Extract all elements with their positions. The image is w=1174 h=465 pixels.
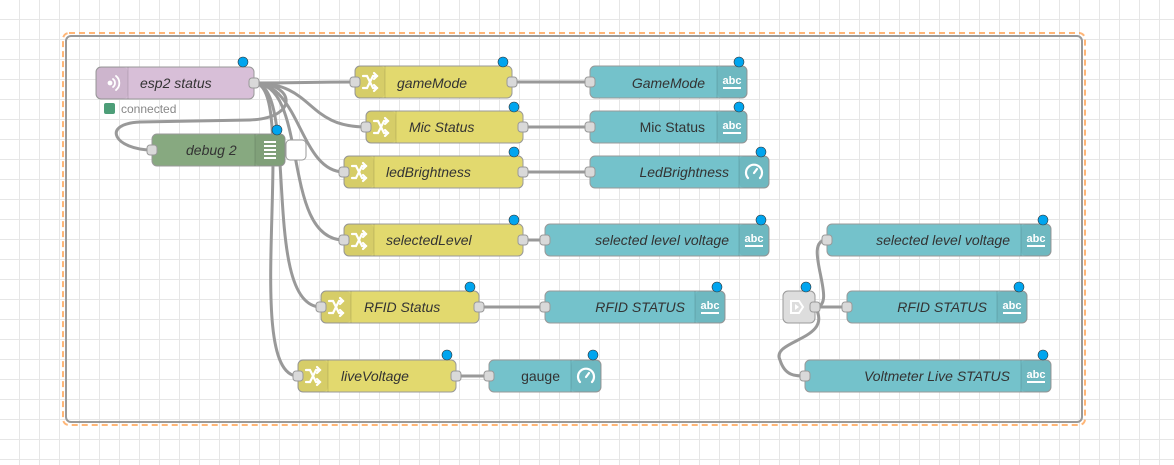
node-label: debug 2 <box>186 142 237 158</box>
changed-indicator <box>1037 349 1049 361</box>
node-debug-2[interactable]: debug 2 <box>146 124 307 167</box>
abc-icon <box>699 299 721 314</box>
input-port[interactable] <box>584 166 596 178</box>
node-esp2-status[interactable]: esp2 status connected <box>95 56 260 116</box>
wire-link-selected <box>814 238 828 309</box>
changed-indicator <box>441 349 453 361</box>
node-label: Mic Status <box>409 119 474 135</box>
node-ui-gauge-ledbrightness[interactable]: LedBrightness <box>584 146 770 189</box>
node-label: selectedLevel <box>386 232 473 248</box>
changed-indicator <box>755 214 767 226</box>
output-port[interactable] <box>517 166 529 178</box>
node-ui-text-voltmeter-live-status[interactable]: Voltmeter Live STATUS <box>799 349 1052 393</box>
debug-toggle-button[interactable] <box>285 139 307 161</box>
node-label: selected level voltage <box>595 232 729 248</box>
node-label: RFID STATUS <box>897 299 987 315</box>
changed-indicator <box>271 124 283 136</box>
abc-icon <box>1025 368 1047 383</box>
changed-indicator <box>497 56 509 68</box>
changed-indicator <box>733 56 745 68</box>
node-label: RFID Status <box>364 299 440 315</box>
changed-indicator <box>1013 281 1025 293</box>
input-port[interactable] <box>799 370 811 382</box>
input-port[interactable] <box>539 301 551 313</box>
input-port[interactable] <box>315 301 327 313</box>
wire-esp2-selected <box>253 81 345 242</box>
node-function-ledBrightness[interactable]: ledBrightness <box>338 146 529 189</box>
node-ui-text-selected-level-voltage[interactable]: selected level voltage <box>539 214 770 257</box>
wire-esp2-rfid <box>253 81 322 309</box>
output-port[interactable] <box>473 301 485 313</box>
node-label: esp2 status <box>140 75 212 91</box>
node-ui-text-mic-status[interactable]: Mic Status <box>584 101 748 144</box>
node-label: gauge <box>521 368 560 384</box>
node-function-gameMode[interactable]: gameMode <box>349 56 518 99</box>
output-port[interactable] <box>517 234 529 246</box>
changed-indicator <box>711 281 723 293</box>
node-label: gameMode <box>397 75 467 91</box>
node-ui-gauge[interactable]: gauge <box>483 349 602 393</box>
input-port[interactable] <box>338 234 350 246</box>
abc-icon <box>743 232 765 247</box>
node-label: LedBrightness <box>639 164 729 180</box>
node-function-mic-status[interactable]: Mic Status <box>360 101 529 144</box>
input-port[interactable] <box>146 144 158 156</box>
input-port[interactable] <box>584 76 596 88</box>
node-label: ledBrightness <box>386 164 471 180</box>
node-function-liveVoltage[interactable]: liveVoltage <box>292 349 462 393</box>
abc-icon <box>721 119 743 134</box>
changed-indicator <box>508 101 520 113</box>
changed-indicator <box>587 349 599 361</box>
node-label: liveVoltage <box>341 368 409 384</box>
node-function-rfid-status[interactable]: RFID Status <box>315 281 485 324</box>
input-port[interactable] <box>584 121 596 133</box>
input-port[interactable] <box>841 301 853 313</box>
wire-link-voltmeter <box>777 306 821 378</box>
node-label: Voltmeter Live STATUS <box>864 368 1011 384</box>
abc-icon <box>1025 232 1047 247</box>
wires <box>114 80 847 378</box>
input-port[interactable] <box>349 76 361 88</box>
node-label: selected level voltage <box>876 232 1010 248</box>
status-connected-icon <box>104 103 115 114</box>
output-port[interactable] <box>809 301 821 313</box>
output-port[interactable] <box>517 121 529 133</box>
node-ui-text-gamemode[interactable]: GameMode <box>584 56 748 99</box>
changed-indicator <box>733 101 745 113</box>
input-port[interactable] <box>292 370 304 382</box>
changed-indicator <box>508 214 520 226</box>
node-label: Mic Status <box>640 119 705 135</box>
wire-esp2-live <box>253 81 299 378</box>
node-link-in[interactable] <box>782 281 821 324</box>
changed-indicator <box>237 56 249 68</box>
abc-icon <box>1001 299 1023 314</box>
flow-group[interactable] <box>62 32 1086 426</box>
changed-indicator <box>1037 214 1049 226</box>
node-ui-text-selected-level-voltage-2[interactable]: selected level voltage <box>821 214 1052 257</box>
changed-indicator <box>464 281 476 293</box>
input-port[interactable] <box>821 234 833 246</box>
wire-esp2-debug <box>114 81 288 152</box>
changed-indicator <box>800 281 812 293</box>
changed-indicator <box>755 146 767 158</box>
node-label: GameMode <box>632 75 705 91</box>
output-port[interactable] <box>450 370 462 382</box>
node-ui-text-rfid-status[interactable]: RFID STATUS <box>539 281 726 324</box>
node-function-selectedLevel[interactable]: selectedLevel <box>338 214 529 257</box>
node-label: RFID STATUS <box>595 299 685 315</box>
abc-icon <box>721 74 743 89</box>
changed-indicator <box>508 146 520 158</box>
node-ui-text-rfid-status-2[interactable]: RFID STATUS <box>841 281 1028 324</box>
output-port[interactable] <box>248 77 260 89</box>
node-status-text: connected <box>121 102 176 116</box>
input-port[interactable] <box>539 234 551 246</box>
input-port[interactable] <box>483 370 495 382</box>
input-port[interactable] <box>360 121 372 133</box>
output-port[interactable] <box>506 76 518 88</box>
input-port[interactable] <box>338 166 350 178</box>
